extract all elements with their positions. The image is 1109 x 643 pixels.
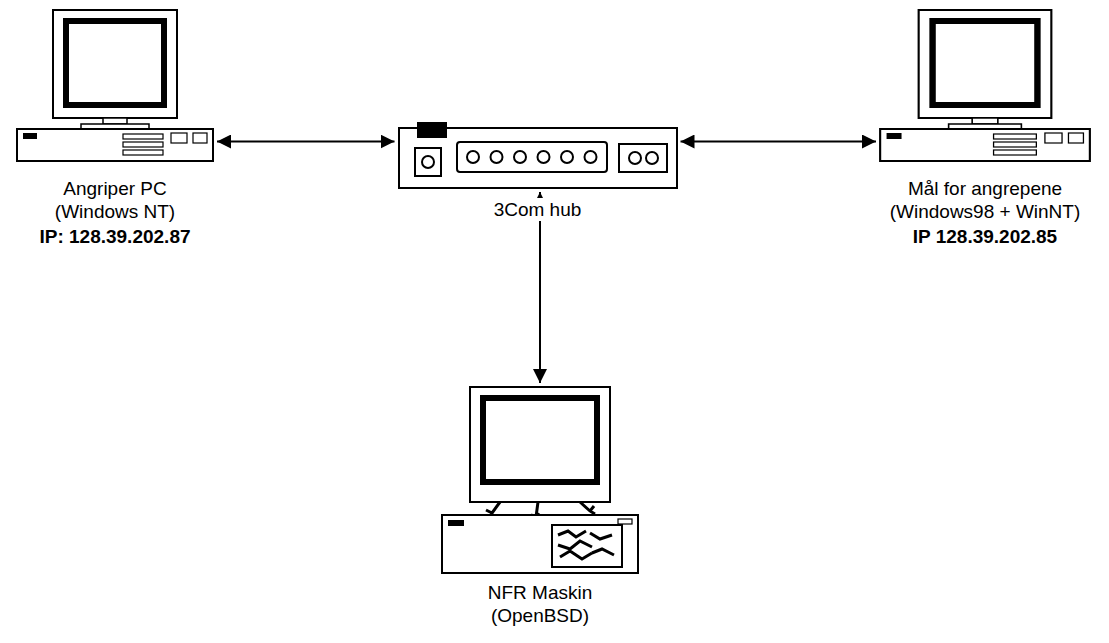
drive-slot (994, 142, 1037, 147)
drive-slot (123, 134, 163, 139)
attacker-computer-icon (15, 8, 215, 163)
hub-port (561, 151, 573, 163)
hub-port (646, 152, 658, 164)
monitor-frame (919, 10, 1052, 118)
drive-slot (994, 134, 1037, 139)
cable-panel (552, 525, 622, 567)
network-link (217, 141, 395, 143)
hub-port (537, 151, 549, 163)
hub-port (467, 151, 479, 163)
ids-computer: NFR Maskin (OpenBSD) (440, 385, 640, 627)
monitor-screen (933, 21, 1038, 105)
drive-slot (123, 150, 163, 155)
hub-label-plate (417, 122, 447, 138)
hub-port (490, 151, 502, 163)
power-light (448, 520, 464, 526)
hub-port-frame (619, 144, 667, 172)
network-link (681, 141, 877, 143)
ip-address: IP 128.39.202.85 (910, 225, 1060, 248)
hub-port (629, 152, 641, 164)
monitor-frame (470, 387, 610, 502)
monitor-screen (483, 398, 597, 482)
power-light (23, 133, 37, 139)
hub-port (514, 151, 526, 163)
network-hub-icon (397, 120, 679, 190)
monitor-screen (66, 21, 164, 105)
case-button (618, 519, 632, 524)
attacker-computer: Angriper PC (Windows NT)IP: 128.39.202.8… (3, 8, 227, 248)
hub-port (422, 156, 434, 168)
machine-label: Mål for angrepene (Windows98 + WinNT) (871, 177, 1099, 223)
monitor-frame (53, 10, 177, 118)
hub-port (584, 151, 596, 163)
machine-label: 3Com hub (491, 198, 585, 221)
ids-computer-icon (440, 385, 640, 575)
case-button (193, 133, 207, 143)
network-hub: 3Com hub (395, 120, 680, 221)
monitor-neck (103, 118, 127, 124)
case-button (171, 133, 187, 143)
monitor-neck (972, 118, 998, 124)
power-light (887, 133, 902, 139)
drive-slot (123, 142, 163, 147)
case-button (1068, 133, 1083, 143)
machine-label: NFR Maskin (OpenBSD) (470, 581, 610, 627)
computer-case (442, 515, 638, 573)
hub-port-frame (415, 148, 441, 176)
hub-port-frame (457, 142, 607, 172)
cable-tangle (558, 531, 614, 559)
machine-label: Angriper PC (Windows NT) (40, 177, 190, 223)
case-button (1045, 133, 1062, 143)
computer-case (880, 129, 1090, 161)
ip-address: IP: 128.39.202.87 (36, 225, 193, 248)
target-computer-icon (878, 8, 1092, 163)
computer-case (17, 129, 213, 161)
target-computer: Mål for angrepene (Windows98 + WinNT)IP … (870, 8, 1100, 248)
drive-slot (994, 150, 1037, 155)
